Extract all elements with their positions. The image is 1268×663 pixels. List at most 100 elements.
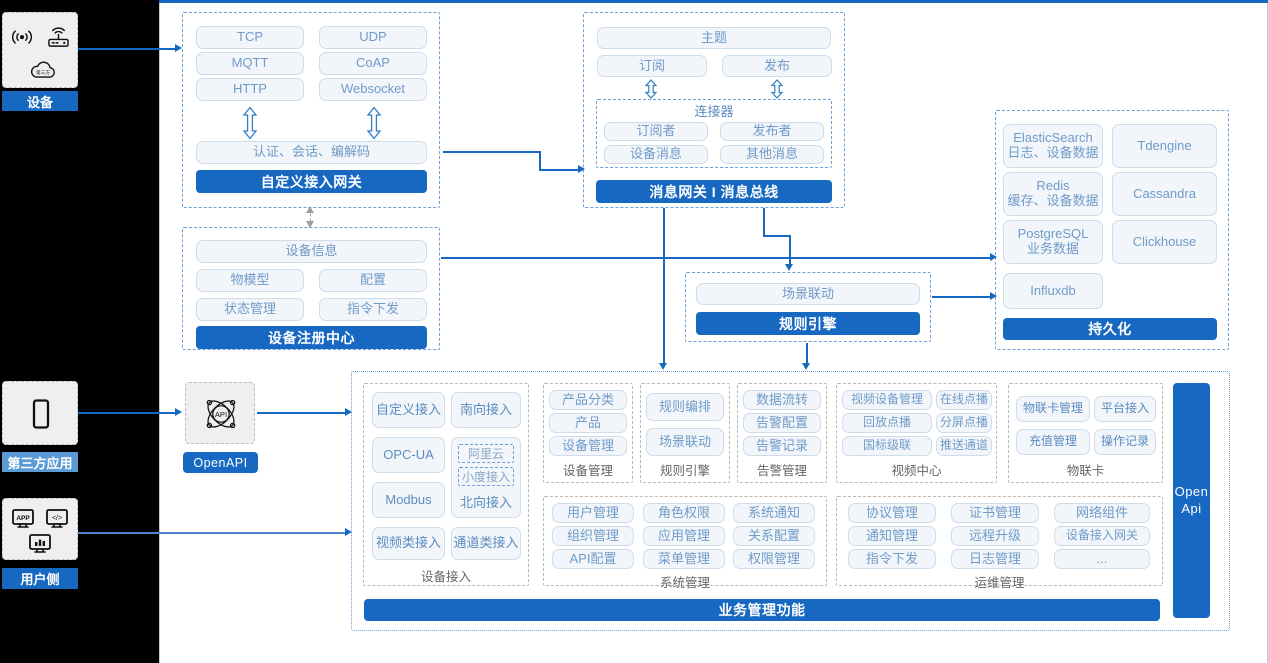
gateway-middle-label: 认证、会话、编解码: [252, 144, 370, 160]
rule-col-orchestration[interactable]: 规则编排: [646, 393, 724, 421]
business-bottom-bar-label: 业务管理功能: [718, 602, 806, 618]
registry-command-dispatch[interactable]: 指令下发: [319, 298, 427, 321]
system-mgmt-title: 系统管理: [543, 574, 827, 590]
device-access-modbus[interactable]: Modbus: [372, 482, 445, 518]
ops-more[interactable]: ...: [1054, 549, 1150, 569]
persistence-elasticsearch-name: ElasticSearch: [1013, 130, 1093, 146]
device-access-xiaodu[interactable]: 小度接入: [458, 467, 514, 486]
alarm-record[interactable]: 告警记录: [743, 436, 821, 456]
persistence-bar[interactable]: 持久化: [1003, 318, 1217, 340]
device-mgmt-product[interactable]: 产品: [549, 413, 627, 433]
device-access-video[interactable]: 视频类接入: [372, 527, 445, 560]
registry-device-info[interactable]: 设备信息: [196, 240, 427, 263]
connector-other-message[interactable]: 其他消息: [720, 145, 824, 164]
device-access-opcua[interactable]: OPC-UA: [372, 437, 445, 473]
protocol-websocket[interactable]: Websocket: [319, 78, 427, 101]
persistence-elasticsearch[interactable]: ElasticSearch 日志、设备数据: [1003, 124, 1103, 168]
protocol-tcp[interactable]: TCP: [196, 26, 304, 49]
sys-role-perm[interactable]: 角色权限: [643, 503, 725, 523]
conn-rule-to-persistence-arrow: [990, 292, 997, 300]
registry-thing-model[interactable]: 物模型: [196, 269, 304, 292]
protocol-http[interactable]: HTTP: [196, 78, 304, 101]
protocol-coap[interactable]: CoAP: [319, 52, 427, 75]
iot-card-title: 物联卡: [1008, 462, 1163, 478]
persistence-clickhouse[interactable]: Clickhouse: [1112, 220, 1217, 264]
device-mgmt-device[interactable]: 设备管理: [549, 436, 627, 456]
sys-relation-config[interactable]: 关系配置: [733, 526, 815, 546]
device-access-southbound[interactable]: 南向接入: [451, 392, 521, 428]
sys-org-mgmt[interactable]: 组织管理: [552, 526, 634, 546]
video-device-mgmt[interactable]: 视频设备管理: [842, 390, 932, 410]
conn-thirdparty-to-openapi-arrow: [175, 408, 182, 416]
connector-subscriber[interactable]: 订阅者: [604, 122, 708, 141]
rule-col-scene[interactable]: 场景联动: [646, 428, 724, 456]
registry-bar[interactable]: 设备注册中心: [196, 326, 427, 349]
protocol-udp[interactable]: UDP: [319, 26, 427, 49]
device-mgmt-product-cat[interactable]: 产品分类: [549, 390, 627, 410]
ops-command-dispatch[interactable]: 指令下发: [848, 549, 936, 569]
ops-remote-upgrade[interactable]: 远程升级: [951, 526, 1039, 546]
persistence-influxdb[interactable]: Influxdb: [1003, 273, 1103, 309]
persistence-tdengine[interactable]: Tdengine: [1112, 124, 1217, 168]
iot-operation-log[interactable]: 操作记录: [1094, 429, 1156, 455]
sys-app-mgmt[interactable]: 应用管理: [643, 526, 725, 546]
gateway-middle-chip[interactable]: 认证、会话、编解码: [196, 141, 427, 164]
ops-cert-mgmt[interactable]: 证书管理: [951, 503, 1039, 523]
persistence-redis-name: Redis: [1036, 178, 1070, 194]
openapi-label-bar[interactable]: OpenAPI: [183, 452, 258, 473]
iot-platform-access-label: 平台接入: [1100, 401, 1149, 416]
code-monitor-icon: </>: [45, 508, 69, 530]
subscribe-chip[interactable]: 订阅: [597, 55, 707, 77]
ops-log-mgmt[interactable]: 日志管理: [951, 549, 1039, 569]
system-mgmt-title-text: 系统管理: [659, 576, 710, 590]
sys-user-mgmt[interactable]: 用户管理: [552, 503, 634, 523]
rule-engine-scene-chip[interactable]: 场景联动: [696, 283, 920, 305]
video-split-screen[interactable]: 分屏点播: [936, 413, 992, 433]
gateway-bar[interactable]: 自定义接入网关: [196, 170, 427, 193]
ops-notify-mgmt[interactable]: 通知管理: [848, 526, 936, 546]
message-bus-bar[interactable]: 消息网关 I 消息总线: [596, 180, 832, 203]
connector-publisher[interactable]: 发布者: [720, 122, 824, 141]
alarm-data-flow[interactable]: 数据流转: [743, 390, 821, 410]
registry-state-mgmt[interactable]: 状态管理: [196, 298, 304, 321]
persistence-redis[interactable]: Redis 缓存、设备数据: [1003, 172, 1103, 216]
open-api-vertical-bar[interactable]: Open Api: [1173, 383, 1210, 618]
alarm-config[interactable]: 告警配置: [743, 413, 821, 433]
conn-gw-bus-arrow: [578, 165, 585, 173]
device-access-group: [363, 383, 529, 586]
publish-chip[interactable]: 发布: [722, 55, 832, 77]
device-access-custom[interactable]: 自定义接入: [372, 392, 445, 428]
persistence-cassandra[interactable]: Cassandra: [1112, 172, 1217, 216]
sys-perm-mgmt[interactable]: 权限管理: [733, 549, 815, 569]
business-bottom-bar[interactable]: 业务管理功能: [364, 599, 1160, 621]
device-access-aliyun[interactable]: 阿里云: [458, 444, 514, 463]
video-gb-cascade[interactable]: 国标级联: [842, 436, 932, 456]
ops-log-mgmt-label: 日志管理: [968, 550, 1021, 566]
device-access-channel[interactable]: 通道类接入: [451, 527, 521, 560]
alarm-config-label: 告警配置: [755, 414, 808, 430]
registry-config[interactable]: 配置: [319, 269, 427, 292]
persistence-postgresql[interactable]: PostgreSQL 业务数据: [1003, 220, 1103, 264]
ops-protocol-mgmt[interactable]: 协议管理: [848, 503, 936, 523]
iot-card-mgmt[interactable]: 物联卡管理: [1016, 396, 1090, 422]
device-access-northbound-wrap[interactable]: 北向接入: [451, 437, 521, 518]
topic-chip[interactable]: 主题: [597, 27, 831, 49]
rule-engine-bar[interactable]: 规则引擎: [696, 312, 920, 335]
iot-platform-access[interactable]: 平台接入: [1094, 396, 1156, 422]
sys-menu-mgmt[interactable]: 菜单管理: [643, 549, 725, 569]
sys-api-config[interactable]: API配置: [552, 549, 634, 569]
connector-device-message[interactable]: 设备消息: [604, 145, 708, 164]
ops-network-component[interactable]: 网络组件: [1054, 503, 1150, 523]
video-push-channel[interactable]: 推送通道: [936, 436, 992, 456]
iot-card-mgmt-label: 物联卡管理: [1022, 401, 1083, 416]
ops-device-gateway[interactable]: 设备接入网关: [1054, 526, 1150, 546]
iot-recharge-mgmt[interactable]: 充值管理: [1016, 429, 1090, 455]
rule-engine-bar-label: 规则引擎: [779, 315, 837, 332]
video-online-play[interactable]: 在线点播: [936, 390, 992, 410]
sys-notification[interactable]: 系统通知: [733, 503, 815, 523]
alarm-record-label: 告警记录: [755, 437, 808, 453]
protocol-mqtt[interactable]: MQTT: [196, 52, 304, 75]
video-playback[interactable]: 回放点播: [842, 413, 932, 433]
device-access-video-label: 视频类接入: [375, 535, 441, 551]
publish-label: 发布: [763, 57, 790, 73]
